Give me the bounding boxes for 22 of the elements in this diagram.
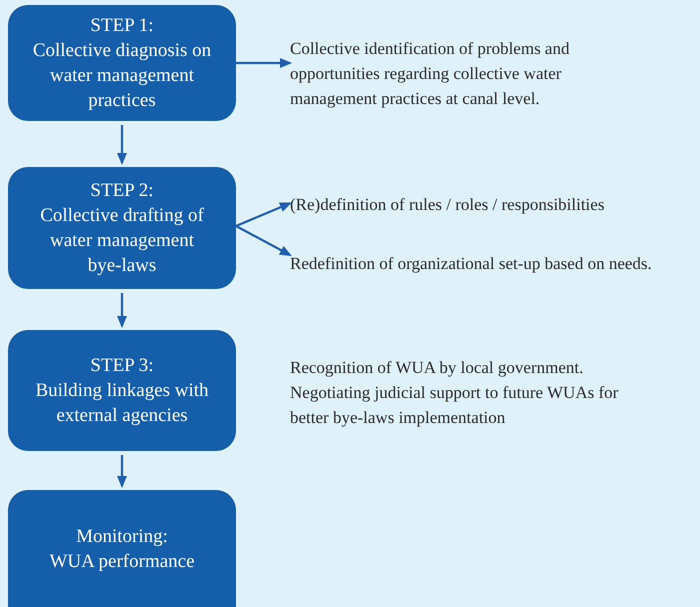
arrow (236, 58, 292, 68)
description-text: Collective identification of problems and opportunities regarding collective water management practices at canal level. (290, 38, 570, 110)
step-heading: STEP 3: (90, 354, 154, 378)
arrow (117, 125, 127, 165)
step-heading: STEP 2: (90, 179, 154, 203)
step-text: WUA performance (49, 550, 195, 574)
arrow (117, 455, 127, 488)
description-text: (Re)definition of rules / roles / responsibilities (290, 194, 606, 216)
step-text: Collective drafting of water management bye-laws (39, 204, 205, 278)
step-text: Building linkages with external agencies (34, 379, 210, 428)
step-text: Collective diagnosis on water management practices (32, 39, 212, 113)
process-box (8, 330, 236, 451)
arrow (236, 202, 292, 228)
step-heading: Monitoring: (76, 524, 168, 548)
process-box (8, 167, 236, 289)
description-text: Redefinition of organizational set-up based on needs. (290, 253, 653, 275)
process-box (8, 5, 236, 121)
description-text: Recognition of WUA by local government. Negotiating judicial support to future WUAs for better bye-laws implementation (290, 357, 620, 429)
arrow (117, 293, 127, 328)
arrow (235, 225, 292, 256)
process-box (8, 490, 236, 607)
step-heading: STEP 1: (90, 14, 154, 38)
